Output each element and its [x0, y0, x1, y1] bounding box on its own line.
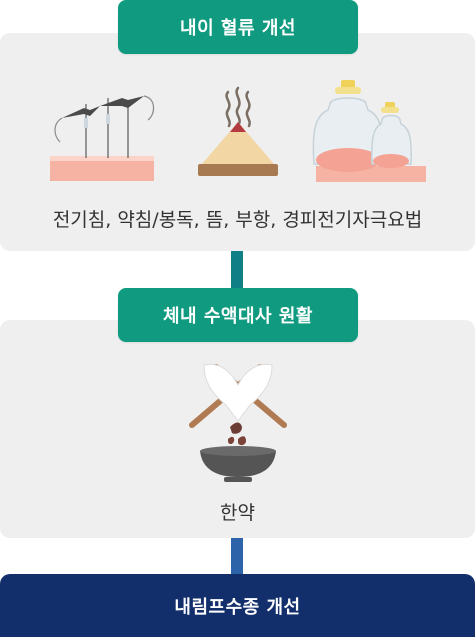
step-2-title: 체내 수액대사 원활	[118, 288, 358, 342]
connector-2	[231, 538, 243, 574]
result-box: 내림프수종 개선	[0, 574, 475, 637]
herbal-medicine-icon	[189, 363, 287, 482]
cupping-icon	[312, 80, 426, 182]
step-1-caption: 전기침, 약침/봉독, 뜸, 부항, 경피전기자극요법	[52, 209, 423, 231]
connector-1	[231, 251, 243, 289]
step-2-caption: 한약	[220, 502, 255, 524]
step-1-title: 내이 혈류 개선	[118, 0, 358, 54]
electro-acupuncture-icon	[50, 95, 155, 181]
moxibustion-icon	[198, 86, 278, 176]
